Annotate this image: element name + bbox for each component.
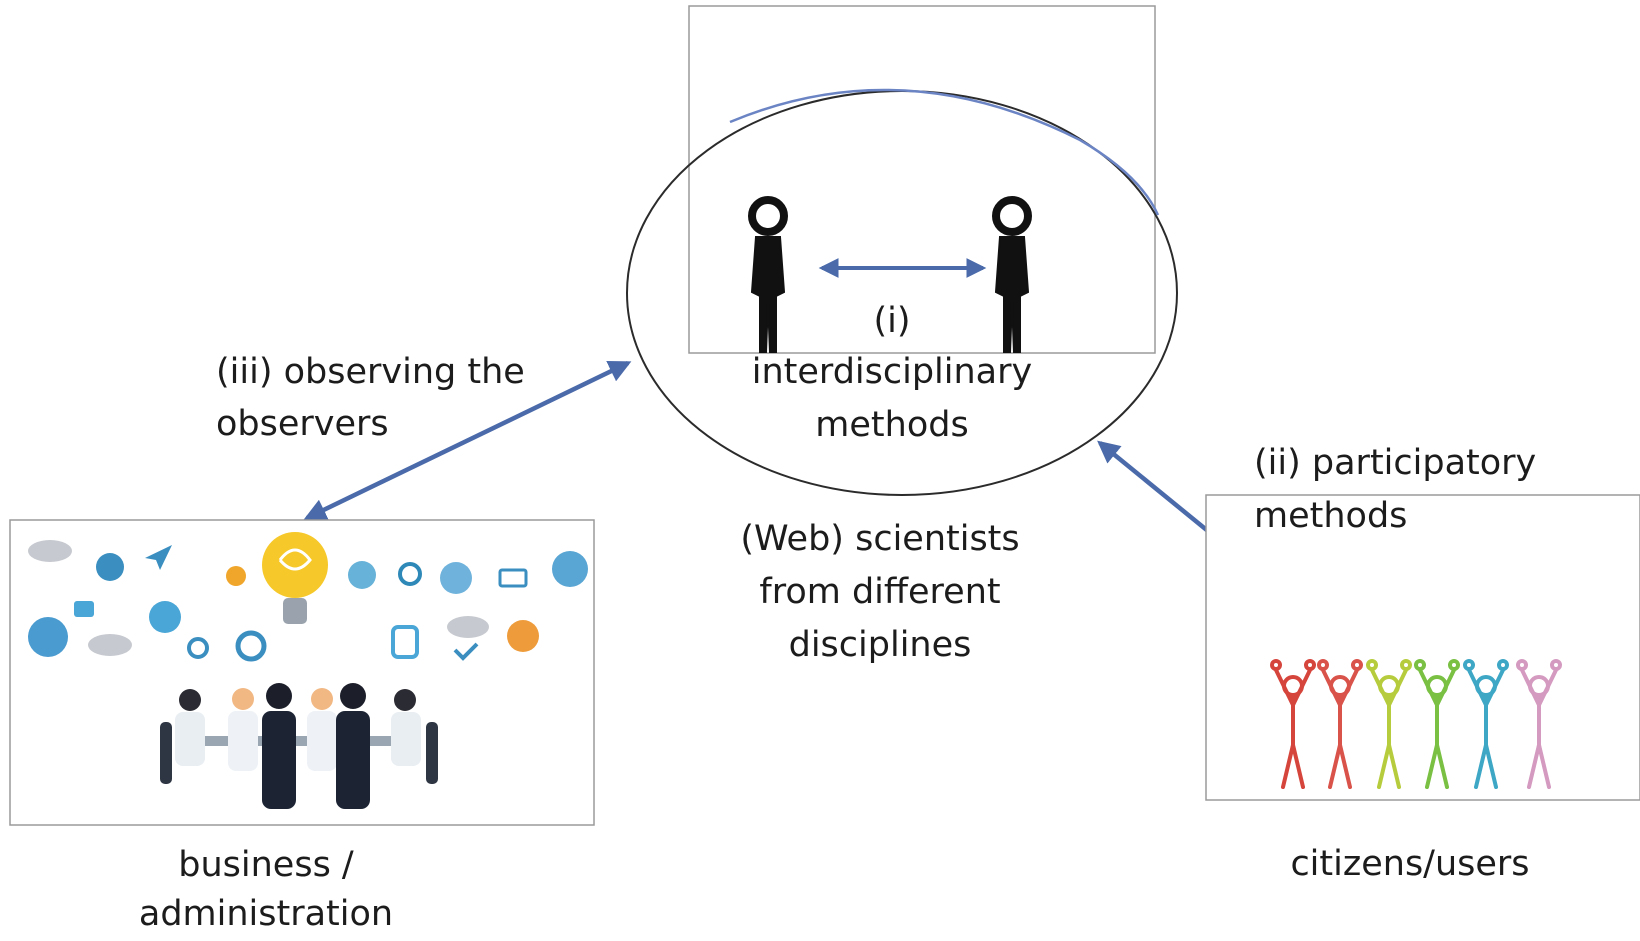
chat-icon: [74, 601, 94, 617]
citizens-caption: citizens/users: [1290, 844, 1530, 884]
ellipse-top-arc: [729, 88, 1160, 216]
check-icon: [453, 642, 479, 661]
citizen-figure: [1366, 659, 1412, 789]
citizen-figure: [1516, 659, 1562, 789]
brain-icon: [278, 548, 312, 571]
observing-label-line1: (iii) observing the: [216, 352, 525, 392]
observing-label-line2: observers: [216, 404, 389, 444]
scientists-label-line3: disciplines: [788, 625, 972, 665]
scientists-label-line2: from different: [759, 572, 1001, 612]
lightbulb-icon: [262, 532, 328, 598]
lightbulb-base-icon: [283, 598, 307, 624]
globe-icon: [507, 620, 539, 652]
calculator-icon: [552, 551, 588, 587]
chair: [426, 722, 438, 784]
document-icon: [440, 562, 472, 594]
interdisciplinary-label-line2: methods: [815, 405, 969, 445]
chart-icon: [28, 617, 68, 657]
citizen-figure: [1463, 659, 1509, 789]
label-i: (i): [873, 301, 911, 341]
scientists-label-line1: (Web) scientists: [740, 519, 1020, 559]
participatory-label-line1: (ii) participatory: [1254, 443, 1537, 483]
business-caption-line2: administration: [138, 894, 394, 934]
person-body: [228, 711, 258, 771]
dot-icon: [226, 566, 246, 586]
refresh-icon: [398, 562, 422, 586]
cloud-icon-2: [88, 634, 132, 656]
clock-icon: [235, 630, 267, 662]
citizens-image-frame: [1205, 494, 1640, 801]
person-head: [340, 683, 366, 709]
citizen-figure: [1270, 659, 1316, 789]
observing-arrow: [303, 360, 632, 521]
gender-icon: [187, 637, 209, 659]
business-caption-line1: business /: [178, 845, 354, 885]
meeting-table: [186, 736, 416, 746]
person-head: [311, 688, 333, 710]
mail-icon: [96, 553, 124, 581]
business-meeting-people: [160, 683, 438, 809]
person-body: [307, 711, 337, 771]
cloud-icon: [28, 540, 72, 562]
cloud-icon-3: [447, 616, 489, 638]
scientist-figure-left: [748, 196, 788, 353]
chair: [160, 722, 172, 784]
laptop-icon: [498, 568, 528, 588]
participatory-label-line2: methods: [1254, 496, 1408, 536]
person-head: [266, 683, 292, 709]
person-body: [391, 712, 421, 766]
citizen-figure: [1317, 659, 1363, 789]
person-head: [232, 688, 254, 710]
people-icon: [149, 601, 181, 633]
search-icon: [348, 561, 376, 589]
citizens-figures: [1270, 659, 1562, 789]
interdisciplinary-label-line1: interdisciplinary: [751, 352, 1033, 392]
person-head: [394, 689, 416, 711]
person-head: [179, 689, 201, 711]
citizen-figure: [1414, 659, 1460, 789]
file-icon: [391, 625, 419, 659]
person-body: [175, 712, 205, 766]
business-icons-cluster: [28, 532, 588, 662]
person-body: [336, 711, 370, 809]
scientist-figure-right: [992, 196, 1032, 353]
paper-plane-icon: [145, 545, 172, 570]
center-image-frame: [688, 5, 1156, 354]
person-body: [262, 711, 296, 809]
